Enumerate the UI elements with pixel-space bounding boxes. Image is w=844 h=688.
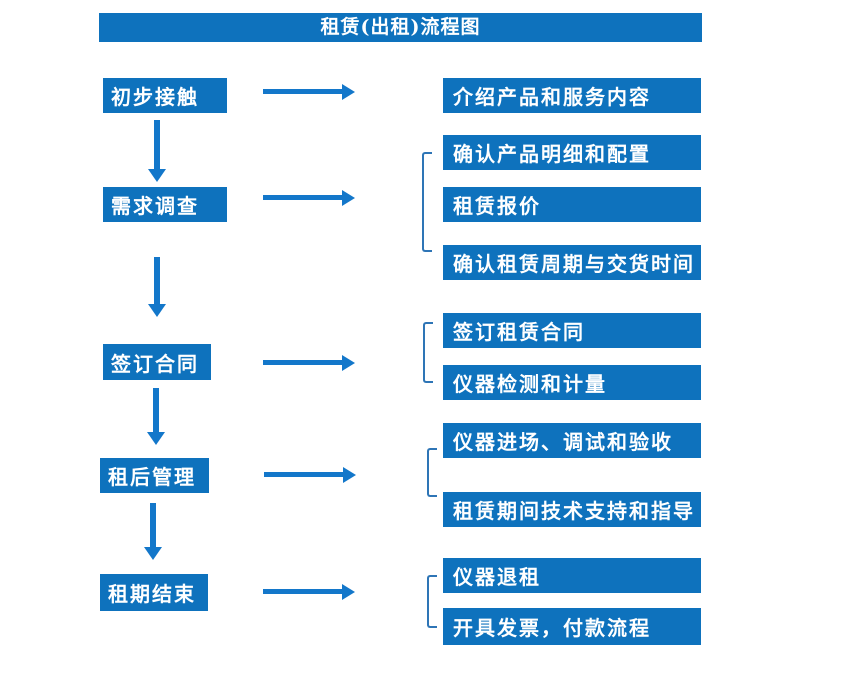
right-arrow-head <box>342 355 355 371</box>
detail-box-instrument-return: 仪器退租 <box>443 558 701 593</box>
detail-box-instrument-testing: 仪器检测和计量 <box>443 365 701 400</box>
right-arrow-shaft <box>264 472 344 477</box>
right-arrow-icon <box>264 467 356 483</box>
detail-box-sign-rental-contract: 签订租赁合同 <box>443 313 701 348</box>
right-arrow-head <box>342 584 355 600</box>
down-arrow-icon <box>148 257 166 317</box>
right-arrow-icon <box>263 584 355 600</box>
stage-box-initial-contact: 初步接触 <box>103 78 227 113</box>
down-arrow-shaft <box>154 257 160 305</box>
right-arrow-head <box>342 84 355 100</box>
down-arrow-head <box>148 169 166 182</box>
down-arrow-icon <box>147 388 165 445</box>
stage-box-lease-end: 租期结束 <box>100 574 208 611</box>
down-arrow-head <box>148 304 166 317</box>
down-arrow-head <box>147 432 165 445</box>
stage-box-demand-survey: 需求调查 <box>103 187 227 222</box>
right-arrow-shaft <box>263 89 343 94</box>
stage-box-post-rental-management: 租后管理 <box>100 458 209 493</box>
detail-box-rental-quote: 租赁报价 <box>443 187 701 222</box>
detail-box-instrument-setup-acceptance: 仪器进场、调试和验收 <box>443 423 701 458</box>
down-arrow-shaft <box>154 120 160 170</box>
down-arrow-shaft <box>153 388 159 433</box>
group-bracket-post-rental <box>427 448 437 497</box>
right-arrow-shaft <box>263 195 343 200</box>
down-arrow-shaft <box>150 503 156 548</box>
right-arrow-icon <box>263 355 355 371</box>
stage-box-sign-contract: 签订合同 <box>103 344 211 380</box>
flowchart-title: 租赁(出租)流程图 <box>99 13 702 42</box>
detail-box-tech-support: 租赁期间技术支持和指导 <box>443 492 701 527</box>
right-arrow-head <box>343 467 356 483</box>
right-arrow-head <box>342 190 355 206</box>
right-arrow-shaft <box>263 360 343 365</box>
down-arrow-head <box>144 547 162 560</box>
right-arrow-icon <box>263 190 355 206</box>
right-arrow-icon <box>263 84 355 100</box>
right-arrow-shaft <box>263 589 343 594</box>
down-arrow-icon <box>148 120 166 182</box>
group-bracket-lease-end <box>427 575 437 628</box>
detail-box-confirm-period-delivery: 确认租赁周期与交货时间 <box>443 245 701 280</box>
down-arrow-icon <box>144 503 162 560</box>
detail-box-confirm-product-config: 确认产品明细和配置 <box>443 135 701 170</box>
detail-box-intro-products: 介绍产品和服务内容 <box>443 78 701 113</box>
group-bracket-sign-contract <box>423 322 433 383</box>
detail-box-invoice-payment: 开具发票，付款流程 <box>443 608 701 645</box>
group-bracket-demand-survey <box>422 152 432 252</box>
